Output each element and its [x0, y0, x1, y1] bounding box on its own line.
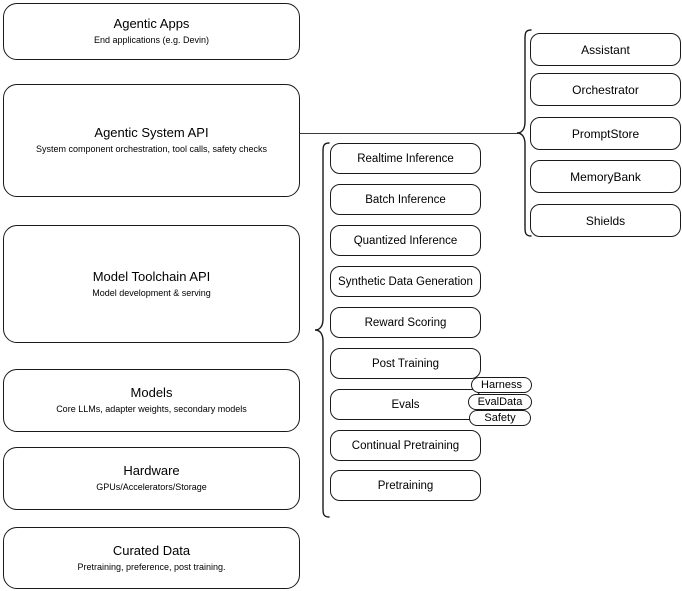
layer-title: Hardware [123, 463, 180, 478]
layer-subtitle: End applications (e.g. Devin) [93, 35, 210, 45]
layer-box-agentic-apps[interactable]: Agentic Apps End applications (e.g. Devi… [3, 3, 300, 60]
layer-title: Model Toolchain API [92, 268, 211, 284]
eval-badge-label: EvalData [477, 395, 523, 408]
eval-badge-label: Safety [484, 411, 516, 424]
toolchain-item-synthetic-data-generation[interactable]: Synthetic Data Generation [330, 266, 481, 297]
layer-title: Agentic System API [94, 125, 209, 140]
system-item-shields[interactable]: Shields [530, 204, 681, 237]
toolchain-item-label: Evals [391, 398, 420, 411]
toolchain-item-label: Reward Scoring [364, 316, 447, 329]
toolchain-item-label: Realtime Inference [357, 152, 454, 165]
toolchain-item-continual-pretraining[interactable]: Continual Pretraining [330, 430, 481, 461]
toolchain-item-post-training[interactable]: Post Training [330, 348, 481, 379]
toolchain-item-label: Continual Pretraining [351, 439, 460, 452]
layer-box-hardware[interactable]: Hardware GPUs/Accelerators/Storage [3, 447, 300, 510]
layer-subtitle: GPUs/Accelerators/Storage [96, 482, 207, 492]
toolchain-item-label: Synthetic Data Generation [338, 275, 473, 288]
brace-system [516, 28, 532, 238]
toolchain-item-quantized-inference[interactable]: Quantized Inference [330, 225, 481, 256]
system-item-orchestrator[interactable]: Orchestrator [530, 73, 681, 106]
system-item-label: Orchestrator [572, 82, 639, 97]
layer-title: Curated Data [112, 542, 191, 558]
toolchain-item-reward-scoring[interactable]: Reward Scoring [330, 307, 481, 338]
layer-box-curated-data[interactable]: Curated Data Pretraining, preference, po… [3, 527, 300, 589]
system-item-assistant[interactable]: Assistant [530, 33, 681, 66]
layer-subtitle: System component orchestration, tool cal… [35, 144, 268, 154]
layer-subtitle: Pretraining, preference, post training. [77, 561, 226, 572]
system-item-label: PromptStore [571, 126, 640, 141]
system-item-label: Shields [585, 213, 626, 228]
connector-line-system-api [300, 133, 518, 134]
layer-box-model-toolchain-api[interactable]: Model Toolchain API Model development & … [3, 225, 300, 343]
system-item-promptstore[interactable]: PromptStore [530, 117, 681, 150]
system-item-label: Assistant [581, 42, 630, 57]
toolchain-item-label: Batch Inference [365, 193, 446, 206]
eval-badge-evaldata[interactable]: EvalData [468, 394, 532, 410]
eval-badge-label: Harness [481, 378, 522, 391]
eval-badge-harness[interactable]: Harness [471, 377, 532, 393]
system-item-memorybank[interactable]: MemoryBank [530, 160, 681, 193]
eval-badge-safety[interactable]: Safety [469, 410, 531, 426]
brace-toolchain [314, 141, 330, 519]
layer-box-agentic-system-api[interactable]: Agentic System API System component orch… [3, 84, 300, 197]
toolchain-item-realtime-inference[interactable]: Realtime Inference [330, 143, 481, 174]
toolchain-item-batch-inference[interactable]: Batch Inference [330, 184, 481, 215]
toolchain-item-label: Quantized Inference [353, 234, 458, 247]
toolchain-item-label: Pretraining [377, 479, 434, 492]
system-item-label: MemoryBank [570, 169, 641, 184]
layer-subtitle: Core LLMs, adapter weights, secondary mo… [56, 404, 247, 414]
layer-title: Models [130, 385, 173, 400]
toolchain-item-pretraining[interactable]: Pretraining [330, 470, 481, 501]
layer-subtitle: Model development & serving [92, 287, 211, 298]
layer-box-models[interactable]: Models Core LLMs, adapter weights, secon… [3, 369, 300, 432]
toolchain-item-evals[interactable]: Evals [330, 389, 481, 420]
toolchain-item-label: Post Training [371, 357, 440, 370]
layer-title: Agentic Apps [113, 16, 190, 31]
